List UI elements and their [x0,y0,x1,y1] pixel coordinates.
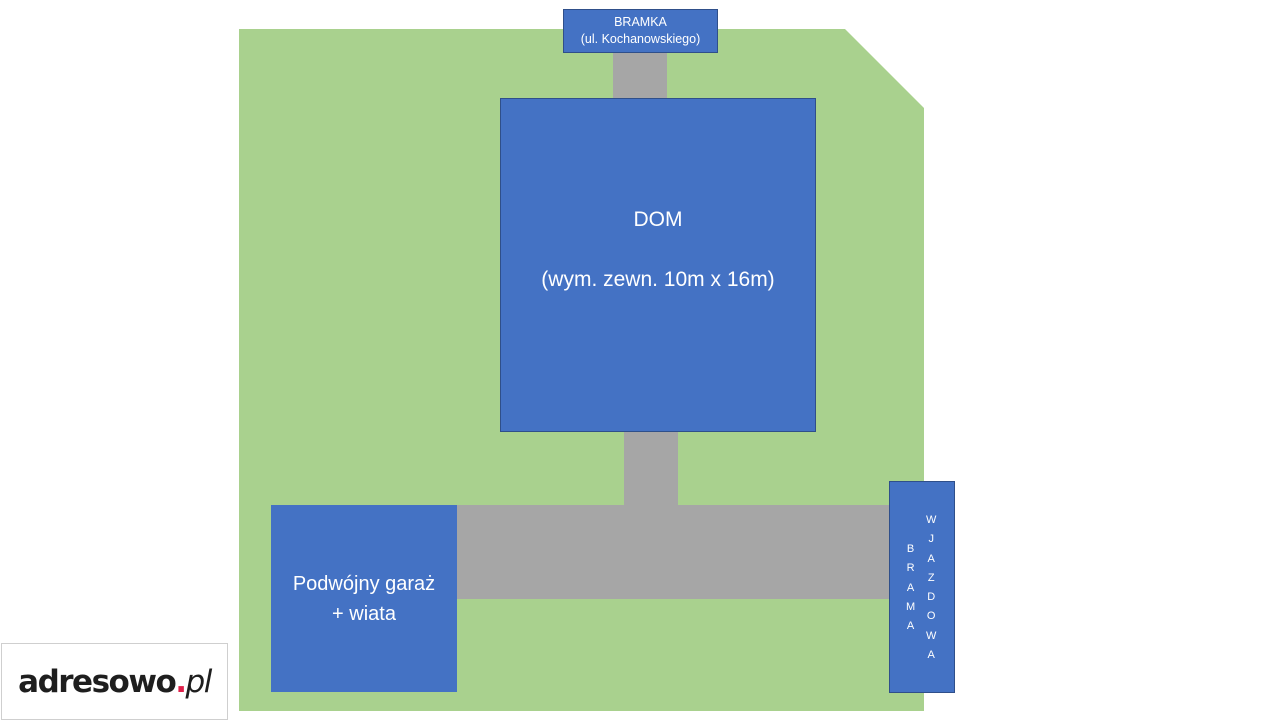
entry-gate-letter: B [906,543,916,555]
entry-gate-letter: A [927,649,936,662]
adresowo-logo[interactable]: adresowo.pl [1,643,228,720]
entry-gate-letter: D [927,591,937,604]
entry-gate: B R A M A W J A Z D O W A [889,481,955,693]
house-dimensions: (wym. zewn. 10m x 16m) [541,268,775,291]
entry-gate-word-wjazdowa: W J A Z D O W A [926,511,937,665]
path-house-to-drive [624,432,678,506]
logo-dot: . [175,663,187,700]
garage-label-line2: + wiata [332,602,396,625]
entry-gate-letter: A [906,581,916,594]
entry-gate-letter: R [906,562,916,575]
driveway [457,505,890,599]
entry-gate-letter: Z [927,571,936,584]
entry-gate-word-brama: B R A M A [906,540,916,636]
entry-gate-letter: W [926,629,938,642]
entry-gate-letter: J [928,533,935,546]
logo-tld: pl [185,663,213,700]
pedestrian-gate-label: BRAMKA [614,15,667,29]
entry-gate-letter: W [926,514,938,526]
house: DOM (wym. zewn. 10m x 16m) [500,98,816,432]
garage: Podwójny garaż + wiata [271,505,457,692]
pedestrian-gate: BRAMKA (ul. Kochanowskiego) [563,9,718,53]
entry-gate-letter: O [926,610,937,623]
entry-gate-letter: A [927,552,936,565]
entry-gate-letter: M [906,600,917,613]
logo-brand: adresowo [18,663,177,700]
path-to-gate [613,53,667,99]
house-title: DOM [633,208,683,231]
pedestrian-gate-street: (ul. Kochanowskiego) [580,32,701,46]
garage-label-line1: Podwójny garaż [292,572,436,595]
entry-gate-letter: A [906,620,916,633]
